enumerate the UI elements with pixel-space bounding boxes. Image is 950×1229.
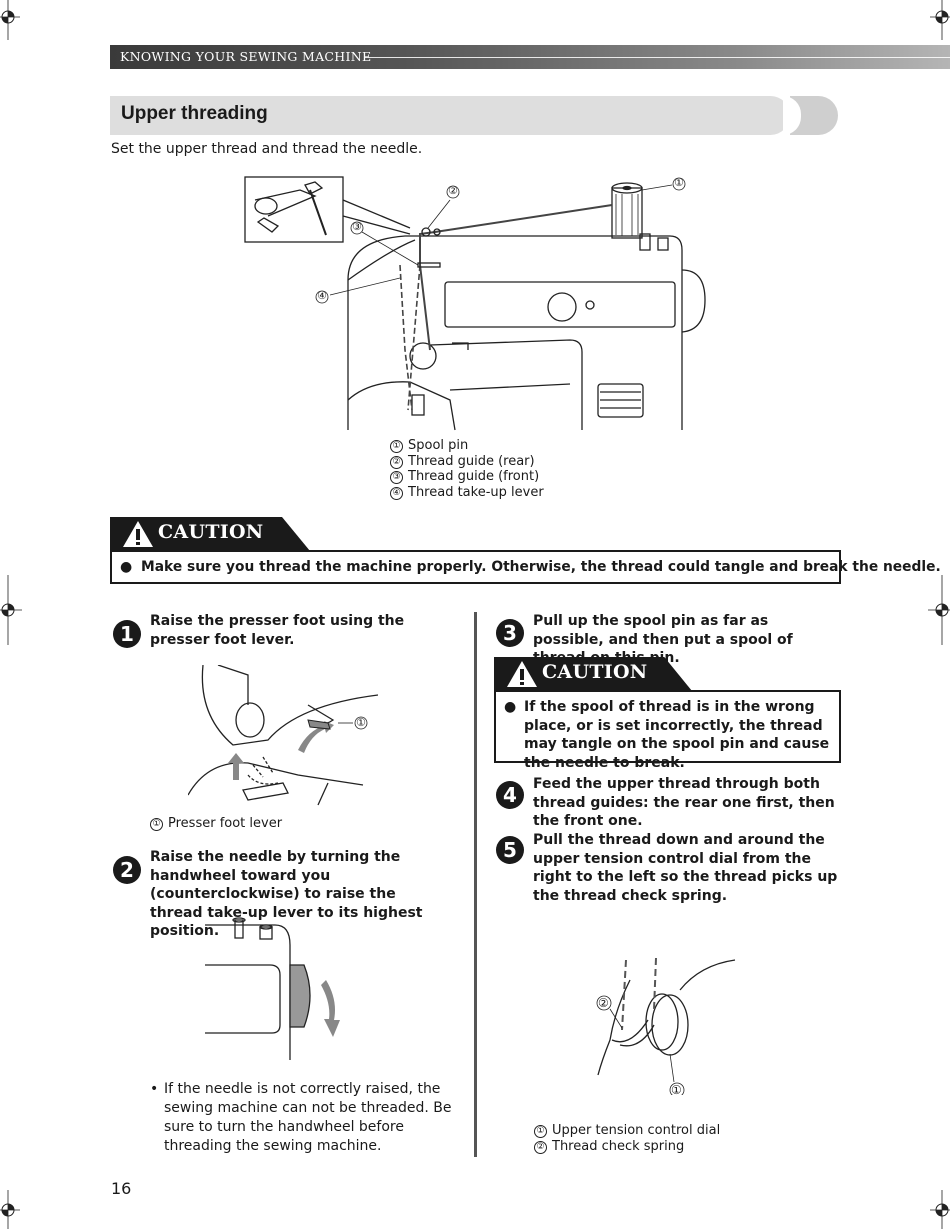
step-text-4: Feed the upper thread through both threa… (533, 776, 835, 829)
caution-text: If the spool of thread is in the wrong p… (524, 699, 830, 771)
caution-label: CAUTION (542, 661, 648, 683)
caution-tab: CAUTION (110, 517, 310, 551)
registration-mark-icon (0, 0, 20, 40)
registration-mark-icon (928, 575, 950, 645)
caution-bullet: ● (120, 559, 133, 575)
warning-icon (123, 521, 153, 547)
callout-spool-pin: ① (674, 176, 684, 189)
registration-mark-icon (930, 0, 950, 40)
callout-presser-lever: ① (356, 716, 366, 729)
handwheel-figure (205, 917, 340, 1060)
step-text-5: Pull the thread down and around the uppe… (533, 832, 838, 904)
callout-rear-guide: ② (448, 184, 458, 197)
step-text-1: Raise the presser foot using the presser… (150, 613, 405, 648)
title-bar (110, 96, 790, 135)
sewing-machine-figure (244, 176, 706, 431)
note-bullet: • (150, 1081, 159, 1097)
column-divider (474, 612, 477, 1157)
registration-mark-icon (0, 1190, 20, 1229)
callout-front-guide: ③ (352, 220, 362, 233)
title-bar-gap (783, 96, 801, 135)
caution-box (494, 690, 841, 763)
note-text: If the needle is not correctly raised, t… (164, 1081, 452, 1154)
step-number-3: 3 (496, 619, 524, 647)
registration-mark-icon (0, 575, 22, 645)
caution-text: Make sure you thread the machine properl… (141, 559, 941, 575)
page-title: Upper threading (121, 103, 268, 124)
caution-label: CAUTION (158, 521, 264, 543)
page-number: 16 (111, 1179, 132, 1198)
step-text-2: Raise the needle by turning the handwhee… (150, 849, 423, 939)
callout-take-up-lever: ④ (317, 289, 327, 302)
header-rule (365, 57, 950, 58)
registration-mark-icon (930, 1190, 950, 1229)
caution-bullet: ● (504, 699, 517, 715)
step-number-1: 1 (113, 620, 141, 648)
warning-icon (507, 661, 537, 687)
step-number-5: 5 (496, 836, 524, 864)
step-number-2: 2 (113, 856, 141, 884)
step-number-4: 4 (496, 781, 524, 809)
presser-foot-figure (188, 665, 378, 806)
section-header: KNOWING YOUR SEWING MACHINE (120, 49, 372, 64)
tension-dial-figure (596, 957, 736, 1095)
caution-box (110, 550, 841, 584)
page-subtitle: Set the upper thread and thread the need… (111, 141, 423, 157)
callout-tension-dial: ① (671, 1083, 682, 1097)
caution-tab: CAUTION (494, 657, 692, 691)
callout-check-spring: ② (598, 996, 609, 1010)
